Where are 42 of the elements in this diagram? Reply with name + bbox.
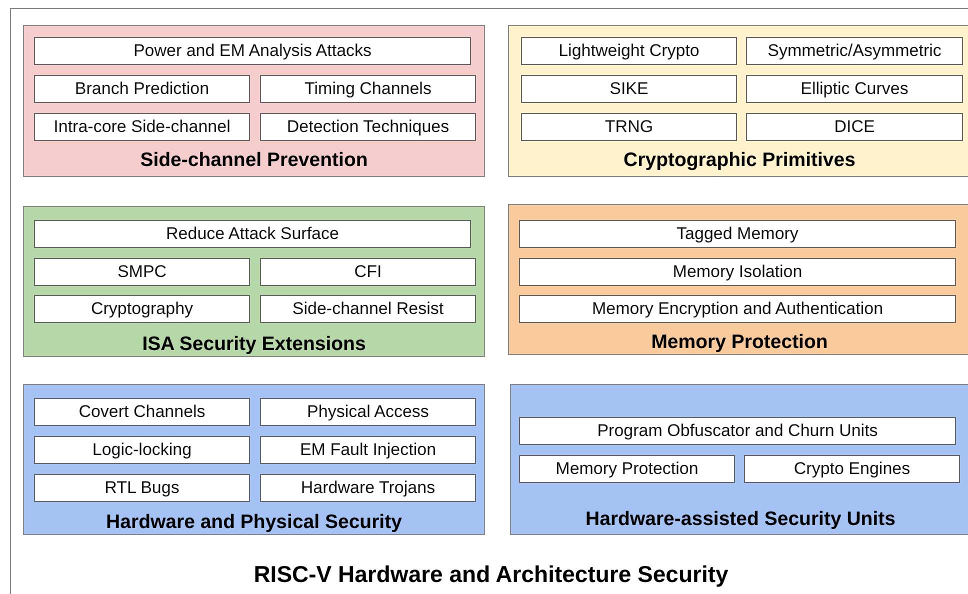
topic-box: SIKE [521,75,737,103]
topic-box: Hardware Trojans [260,474,476,502]
topic-box: Cryptography [34,295,250,323]
topic-box: DICE [746,113,963,141]
category-heading: Hardware and Physical Security [105,510,403,535]
topic-box: Memory Protection [519,455,735,483]
topic-box: TRNG [521,113,737,141]
topic-box: Tagged Memory [519,220,956,248]
topic-box: EM Fault Injection [260,436,476,464]
topic-box: Intra-core Side-channel [34,113,250,141]
category-panel [508,204,968,355]
category-heading: Side-channel Prevention [139,148,369,173]
topic-box: Reduce Attack Surface [34,220,471,248]
topic-box: RTL Bugs [34,474,250,502]
topic-box: Lightweight Crypto [521,37,737,65]
topic-box: Elliptic Curves [746,75,963,103]
category-panel [510,384,968,535]
topic-box: Crypto Engines [744,455,960,483]
topic-box: Physical Access [260,398,476,426]
category-panel [23,206,485,357]
topic-box: Timing Channels [260,75,476,103]
category-panel [23,25,485,177]
category-heading: Memory Protection [650,330,829,355]
topic-box: Logic-locking [34,436,250,464]
category-heading: Cryptographic Primitives [622,148,856,173]
topic-box: Memory Encryption and Authentication [519,295,956,323]
topic-box: CFI [260,258,476,286]
topic-box: Detection Techniques [260,113,476,141]
topic-box: Covert Channels [34,398,250,426]
topic-box: Branch Prediction [34,75,250,103]
category-panel [23,384,485,535]
category-heading: ISA Security Extensions [141,332,367,357]
topic-box: SMPC [34,258,250,286]
diagram-frame [10,8,968,594]
topic-box: Side-channel Resist [260,295,476,323]
topic-box: Symmetric/Asymmetric [746,37,963,65]
topic-box: Program Obfuscator and Churn Units [519,417,956,445]
topic-box: Power and EM Analysis Attacks [34,37,471,65]
category-panel [508,25,968,177]
category-heading: Hardware-assisted Security Units [584,507,896,532]
frame-label: RISC-V Hardware and Architecture Security [252,560,730,589]
topic-box: Memory Isolation [519,258,956,286]
